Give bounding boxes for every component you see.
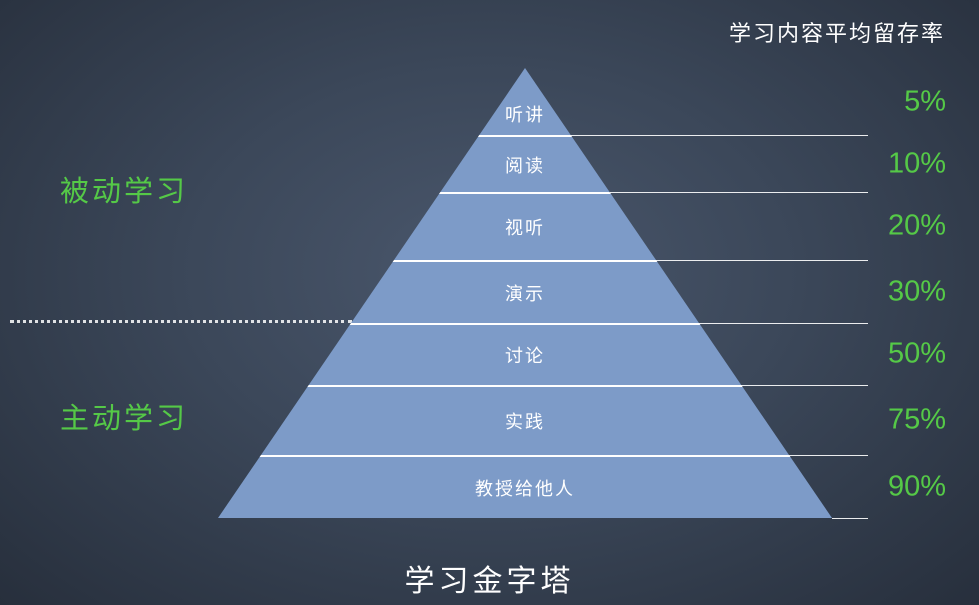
retention-value: 50% (887, 337, 946, 370)
retention-value: 20% (887, 209, 946, 242)
guide-line (741, 385, 868, 386)
retention-value: 75% (887, 403, 946, 436)
guide-line (655, 260, 868, 261)
guide-line (570, 135, 868, 136)
guide-line (698, 323, 868, 324)
retention-value: 5% (904, 85, 946, 117)
pyramid-level: 实践 (218, 385, 832, 455)
retention-value: 10% (887, 147, 946, 179)
level-label: 阅读 (505, 155, 545, 176)
pyramid-level: 阅读 (218, 135, 832, 192)
retention-rate-heading: 学习内容平均留存率 (728, 21, 945, 46)
pyramid-level: 听讲 (218, 68, 832, 135)
level-label: 教授给他人 (475, 478, 575, 499)
level-label: 演示 (505, 283, 545, 304)
passive-active-divider (10, 320, 352, 323)
guide-line (609, 192, 868, 193)
retention-value: 30% (887, 275, 946, 307)
guide-line (832, 518, 868, 519)
pyramid-level: 教授给他人 (218, 455, 832, 518)
level-label: 讨论 (505, 346, 545, 366)
guide-line (789, 455, 868, 456)
diagram-title: 学习金字塔 (404, 565, 575, 598)
pyramid-level: 视听 (218, 192, 832, 260)
pyramid-level: 演示 (218, 260, 832, 323)
active-learning-label: 主动学习 (60, 403, 189, 435)
level-label: 视听 (505, 218, 545, 238)
passive-learning-label: 被动学习 (60, 176, 189, 208)
pyramid-level: 讨论 (218, 323, 832, 385)
level-label: 实践 (505, 412, 545, 432)
level-label: 听讲 (505, 105, 545, 125)
retention-value: 90% (887, 470, 946, 502)
